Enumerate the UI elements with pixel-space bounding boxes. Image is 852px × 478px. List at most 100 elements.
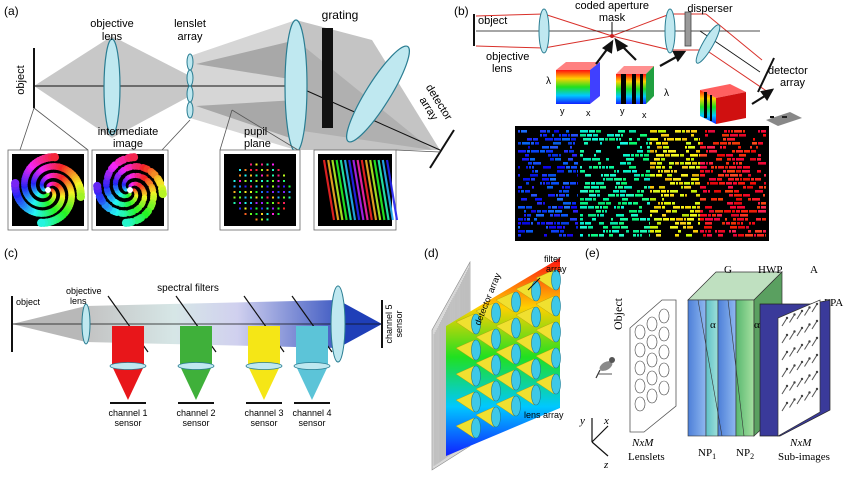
code-block [736, 150, 743, 153]
code-block [567, 234, 573, 237]
code-block [540, 150, 545, 153]
code-block [650, 166, 655, 169]
code-block [580, 166, 582, 169]
code-block [530, 174, 538, 177]
code-block [746, 226, 749, 229]
code-block [527, 214, 531, 217]
reimaging-lens [346, 45, 410, 143]
code-block [661, 190, 666, 193]
pupil-dot [277, 191, 280, 193]
pupil-dot [266, 218, 269, 221]
code-block [585, 198, 592, 201]
objective-lens [103, 38, 121, 136]
lenslet-beam-dark-1 [196, 40, 296, 80]
code-block [670, 218, 675, 221]
pupil-dot [272, 191, 274, 193]
code-block [723, 170, 726, 173]
sub-image-bird [789, 365, 795, 374]
code-block [681, 186, 683, 189]
code-block [585, 182, 590, 185]
dispersed-streak [385, 159, 399, 221]
code-block [580, 134, 586, 137]
code-block [621, 206, 624, 209]
code-block [731, 222, 736, 225]
code-block [715, 210, 723, 213]
code-block [664, 202, 671, 205]
callout-line [161, 119, 191, 151]
code-block [637, 190, 640, 193]
code-block [676, 182, 678, 185]
code-block [566, 194, 569, 197]
code-block [759, 186, 763, 189]
pupil-dot [250, 191, 252, 193]
code-block [700, 166, 707, 169]
code-block [722, 222, 725, 225]
code-block [647, 218, 650, 221]
spiral-dot [76, 192, 86, 201]
code-block [648, 186, 650, 189]
sub-image-head [793, 347, 796, 350]
code-block [533, 138, 538, 141]
pupil-dot [261, 218, 263, 221]
code-block [726, 162, 729, 165]
code-block [618, 202, 621, 205]
code-block [628, 202, 632, 205]
code-block [659, 186, 665, 189]
spiral-dot [11, 179, 20, 188]
code-block [667, 138, 674, 141]
code-block [616, 182, 620, 185]
code-block [618, 130, 625, 133]
code-block [550, 146, 558, 149]
code-block [599, 138, 604, 141]
code-block [741, 210, 748, 213]
prism-interface-1 [697, 299, 723, 437]
code-block [603, 206, 608, 209]
code-block [761, 206, 766, 209]
code-block [763, 134, 766, 137]
object-label: object [15, 65, 27, 94]
code-block [518, 222, 521, 225]
spiral-dot [158, 189, 167, 199]
code-block [548, 206, 551, 209]
pupil-dot [239, 207, 241, 210]
code-block [527, 150, 530, 153]
code-block [714, 218, 720, 221]
bird-object [595, 357, 615, 379]
code-block [621, 182, 627, 185]
code-block [684, 186, 691, 189]
code-block [615, 186, 617, 189]
code-block [657, 146, 662, 149]
spiral-dot [50, 153, 59, 162]
code-block [566, 166, 570, 169]
lenslet-disc [511, 291, 521, 313]
code-block [649, 234, 650, 237]
code-block [722, 134, 729, 137]
pupil-dot [272, 207, 274, 210]
hwp-label: HWP [758, 264, 782, 276]
pupil-dot [266, 174, 269, 177]
sub-image-bird [796, 310, 803, 320]
pupil-dot [239, 191, 241, 193]
lenslet-circle [646, 370, 658, 386]
lenslet-circle [634, 324, 646, 340]
callout-line [395, 149, 441, 153]
lens-array-label: lens array [524, 410, 564, 420]
code-block [541, 222, 545, 225]
code-block [570, 218, 577, 221]
code-block [736, 198, 742, 201]
code-block [639, 206, 642, 209]
code-block [640, 154, 643, 157]
code-block [642, 198, 649, 201]
code-block [571, 206, 577, 209]
code-block [711, 170, 713, 173]
code-block [528, 162, 532, 165]
code-block [667, 190, 669, 193]
code-block [617, 206, 620, 209]
code-block [682, 214, 689, 217]
code-block [572, 154, 577, 157]
code-block [700, 214, 707, 217]
code-block [703, 234, 706, 237]
code-block [593, 166, 598, 169]
code-block [730, 174, 738, 177]
sub-image-head [808, 323, 811, 326]
